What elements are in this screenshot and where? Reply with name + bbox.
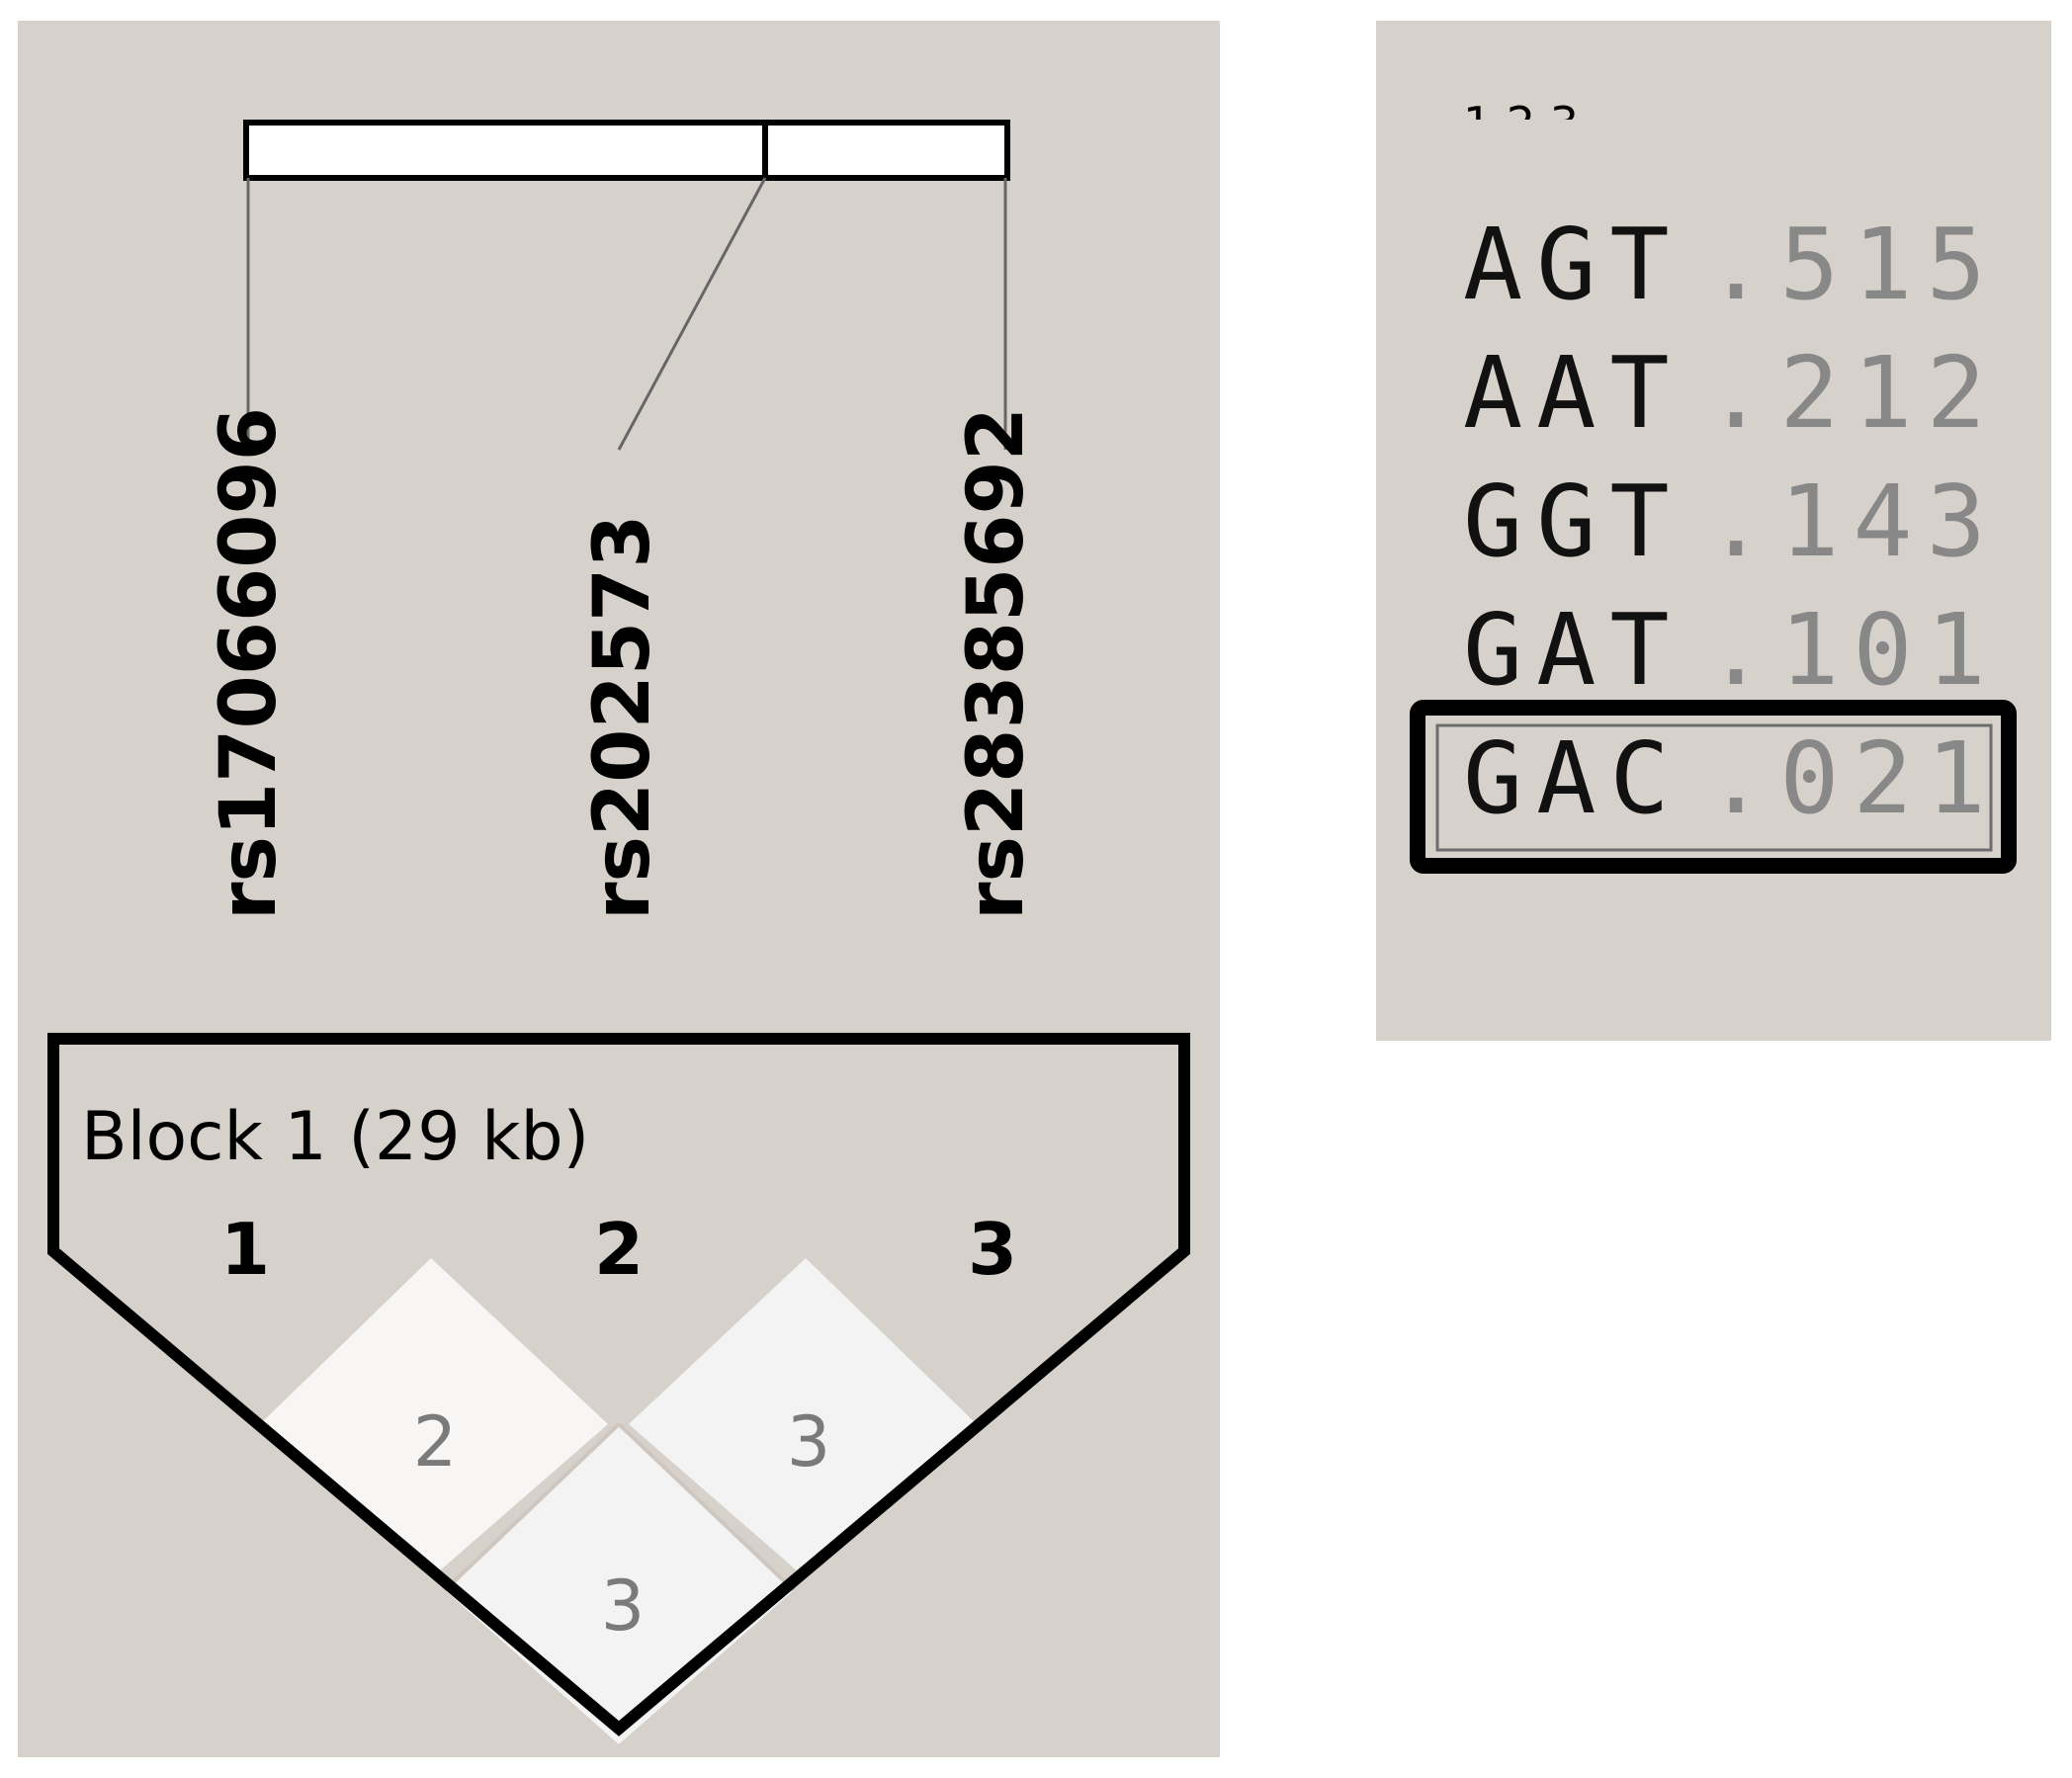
snp-connector-2 — [617, 177, 767, 451]
marker-number-2: 2 — [594, 1208, 644, 1291]
position-bar — [243, 120, 1010, 181]
marker-number-3: 3 — [968, 1208, 1017, 1291]
haplotype-row-5-alleles: GAC — [1463, 720, 1684, 836]
haplotype-header: 1 2 3 — [1463, 97, 1579, 150]
haplotype-row-3-alleles: GGT — [1463, 464, 1684, 579]
marker-number-1: 1 — [220, 1208, 270, 1291]
haplotype-row-4-freq: .101 — [1706, 592, 2000, 708]
haplotype-highlight-box — [1410, 700, 2017, 874]
block-label: Block 1 (29 kb) — [81, 1098, 589, 1176]
haplotype-panel: 1 2 3 AGT .515 AAT .212 GGT .143 GAT .10… — [1376, 21, 2051, 1041]
ld-value-1-2: 2 — [413, 1401, 458, 1482]
ld-plot-panel: rs17066096 rs202573 rs28385692 2 3 3 Blo… — [18, 21, 1220, 1757]
haplotype-header-clip: 1 2 3 — [1463, 97, 1579, 150]
block-outline — [47, 1033, 1190, 1736]
haplotype-row-2-alleles: AAT — [1463, 335, 1684, 451]
ld-plot-svg: rs17066096 rs202573 rs28385692 2 3 3 Blo… — [47, 120, 1190, 1744]
haplotype-svg: 1 2 3 AGT .515 AAT .212 GGT .143 GAT .10… — [1410, 97, 2017, 874]
haplotype-row-4-alleles: GAT — [1463, 592, 1684, 708]
ld-cell-1-3 — [445, 1424, 794, 1744]
snp-label-1: rs17066096 — [205, 407, 294, 920]
ld-value-2-3: 3 — [787, 1401, 831, 1482]
haplotype-row-5-freq: .021 — [1706, 720, 2000, 836]
ld-cell-divider-a — [443, 1422, 621, 1592]
ld-cell-divider-b — [617, 1422, 796, 1592]
ld-value-1-3: 3 — [601, 1566, 646, 1647]
haplotype-row-3-freq: .143 — [1706, 464, 2000, 579]
haplotype-row-1-freq: .515 — [1706, 207, 2000, 322]
haplotype-highlight-inner — [1435, 723, 1993, 852]
snp-label-2: rs202573 — [578, 514, 667, 920]
snp-label-3: rs28385692 — [952, 407, 1041, 920]
haplotype-row-2-freq: .212 — [1706, 335, 2000, 451]
haplotype-row-1-alleles: AGT — [1463, 207, 1684, 322]
